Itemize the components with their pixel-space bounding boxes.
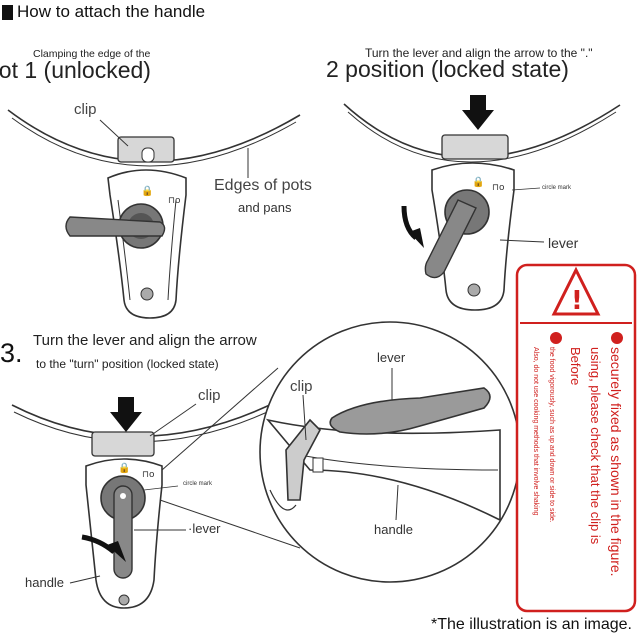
svg-text:🔒: 🔒 bbox=[141, 185, 153, 197]
svg-text:⊓o: ⊓o bbox=[168, 196, 181, 206]
step3-circle-mark-label: circle mark bbox=[183, 481, 213, 487]
step1-edges-label: Edges of pots bbox=[214, 177, 312, 194]
svg-text:!: ! bbox=[571, 286, 583, 316]
svg-text:⊓o: ⊓o bbox=[492, 183, 505, 193]
step3-clip-label: clip bbox=[198, 387, 221, 404]
step2-caption-small: Turn the lever and align the arrow to th… bbox=[365, 46, 593, 60]
warning-line3: Before bbox=[568, 347, 583, 386]
warning-panel-frame: ! bbox=[515, 263, 637, 613]
step3-number: 3. bbox=[0, 338, 23, 368]
step1-drawing: 🔒 ⊓o bbox=[7, 109, 301, 319]
footer-note: *The illustration is an image. bbox=[431, 616, 632, 633]
step2-lever-label: lever bbox=[548, 235, 579, 251]
step1-caption-small: Clamping the edge of the bbox=[33, 48, 151, 60]
warning-line4: the food vigorously, such as up and down… bbox=[548, 347, 555, 523]
svg-text:🔒: 🔒 bbox=[472, 176, 484, 188]
svg-text:🔒: 🔒 bbox=[118, 462, 130, 474]
step3-drawing: 🔒 ⊓o bbox=[11, 397, 281, 609]
step1-clip-label: clip bbox=[74, 101, 97, 118]
step3-handle-label: handle bbox=[25, 575, 65, 590]
step3-caption-line2: to the "turn" position (locked state) bbox=[36, 357, 219, 371]
zoom-handle-label: handle bbox=[374, 522, 414, 537]
step2-drawing: 🔒 ⊓o bbox=[343, 95, 621, 311]
page-header: How to attach the handle bbox=[2, 2, 205, 22]
warning-line5: Also, do not use cooking methods that in… bbox=[532, 347, 539, 516]
header-square-icon bbox=[2, 4, 13, 20]
step3-lever-label: ·lever bbox=[188, 521, 221, 536]
warning-line1: securely fixed as shown in the figure. bbox=[608, 347, 624, 577]
step3-caption-line1: Turn the lever and align the arrow bbox=[33, 332, 257, 349]
warning-line2: using, please check that the clip is bbox=[588, 347, 603, 545]
step1-pans-label: and pans bbox=[238, 200, 292, 215]
page-title: How to attach the handle bbox=[17, 2, 206, 21]
zoom-clip-label: clip bbox=[290, 378, 313, 395]
zoom-lever-label: lever bbox=[377, 350, 406, 365]
step2-caption-big: 2 position (locked state) bbox=[326, 56, 569, 82]
step2-circle-mark-label: circle mark bbox=[542, 185, 572, 191]
step1-caption-big: pot 1 (unlocked) bbox=[0, 57, 151, 83]
svg-text:⊓o: ⊓o bbox=[142, 470, 155, 480]
zoom-detail bbox=[159, 321, 521, 583]
